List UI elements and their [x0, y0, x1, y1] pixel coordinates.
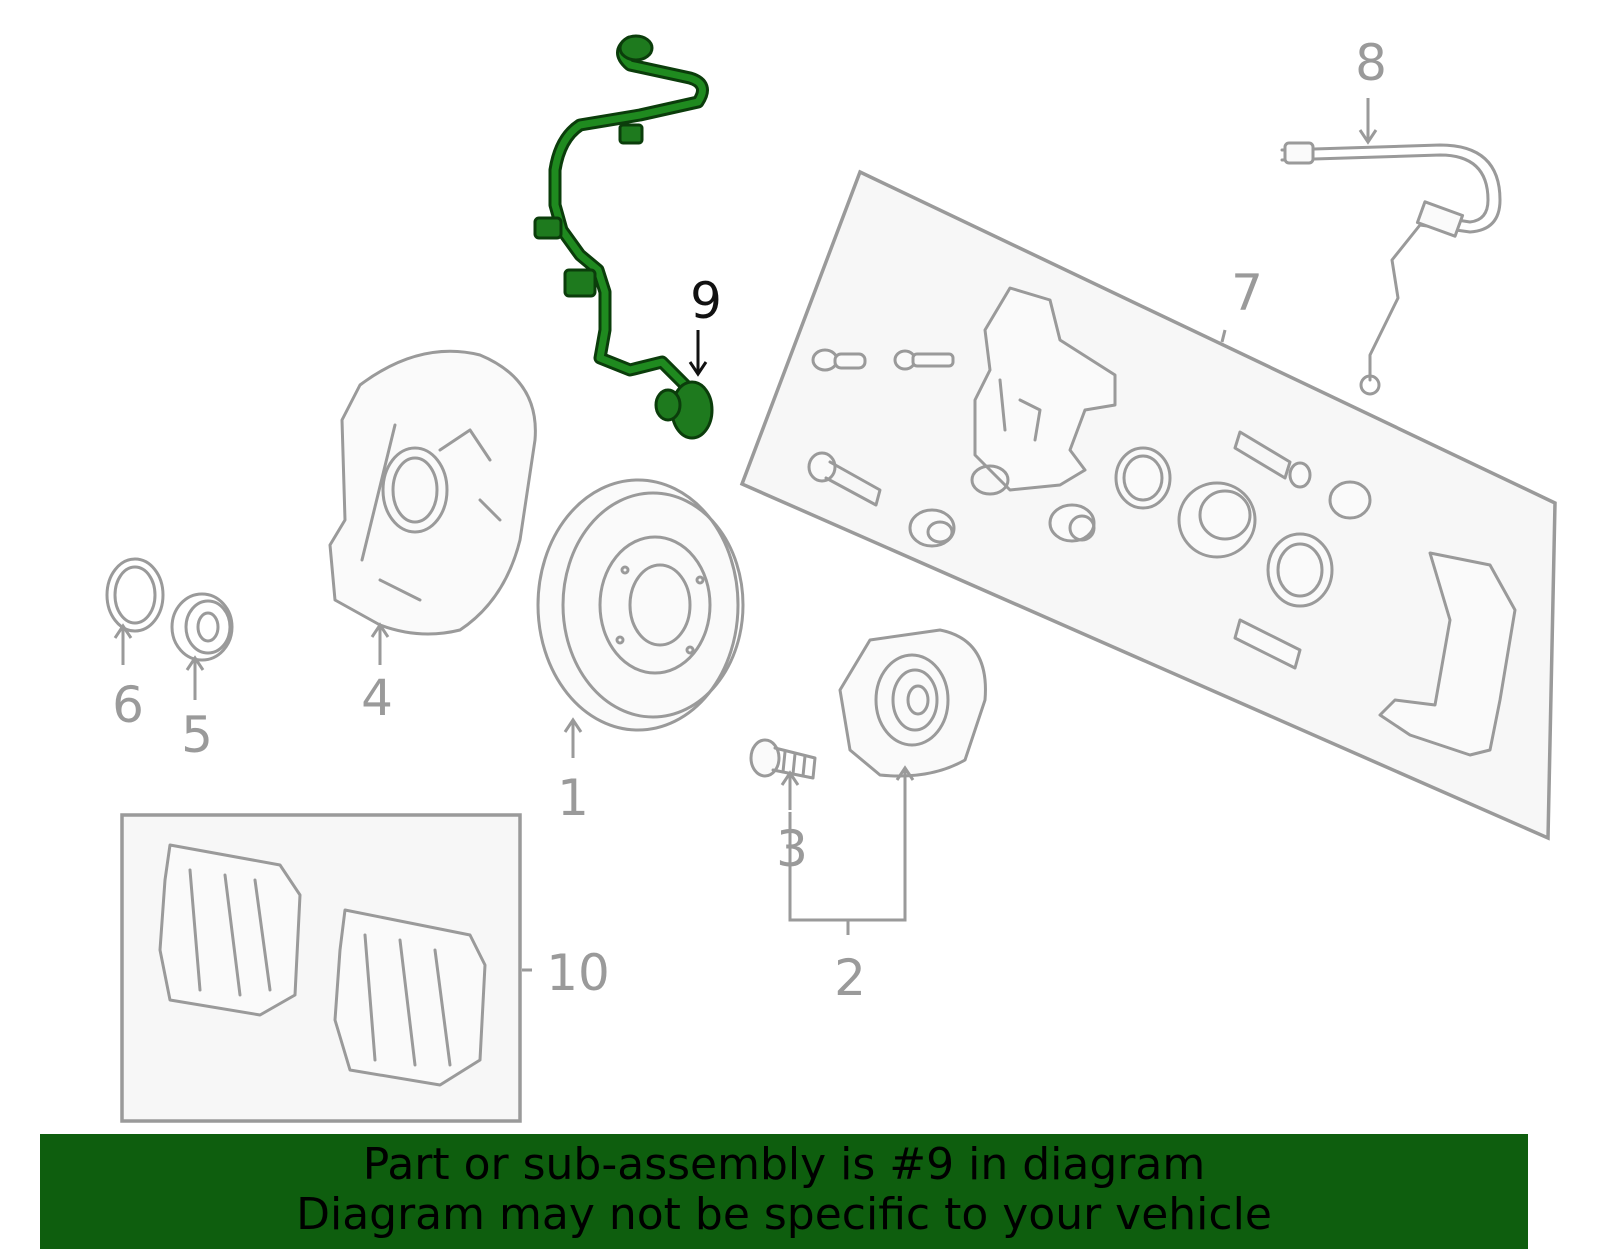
caliper-part [970, 286, 1117, 496]
callout-2: 2 [834, 949, 866, 1007]
abs-sensor-part [533, 34, 714, 440]
hub-bolt-part [749, 738, 817, 780]
callout-8: 8 [1355, 34, 1387, 92]
seal-part [105, 557, 165, 633]
boot-small [908, 508, 956, 548]
footer-line-2: Diagram may not be specific to your vehi… [296, 1189, 1272, 1240]
bearing-part [170, 592, 234, 662]
callout-7: 7 [1231, 264, 1263, 322]
pin-boot [1328, 480, 1372, 520]
footer-line-1: Part or sub-assembly is #9 in diagram [362, 1139, 1206, 1190]
guide-pin-upper [1233, 430, 1312, 489]
brake-rotor-part [536, 478, 745, 732]
callout-4: 4 [361, 669, 393, 727]
callout-3: 3 [776, 820, 808, 878]
callout-1: 1 [557, 769, 589, 827]
boot-medium [1048, 503, 1096, 543]
caliper-bracket [1378, 551, 1517, 757]
callout-10: 10 [546, 944, 610, 1002]
splash-shield-part [328, 349, 537, 636]
guide-bolt-long [807, 451, 882, 507]
leader-lines [113, 98, 1378, 972]
callout-6: 6 [112, 676, 144, 734]
dust-seal [1266, 532, 1334, 608]
piston [1177, 481, 1257, 559]
brake-hose-part [1280, 141, 1502, 396]
callout-9: 9 [690, 272, 722, 330]
piston-seal [1114, 446, 1172, 510]
brake-pads-part [158, 843, 487, 1087]
callout-5: 5 [181, 706, 213, 764]
caliper-bolt-a [811, 348, 867, 372]
guide-pin-lower [1233, 618, 1302, 670]
bleeder-screw [893, 349, 955, 371]
hub-part [838, 628, 987, 778]
footer-banner: Part or sub-assembly is #9 in diagram Di… [40, 1134, 1528, 1249]
